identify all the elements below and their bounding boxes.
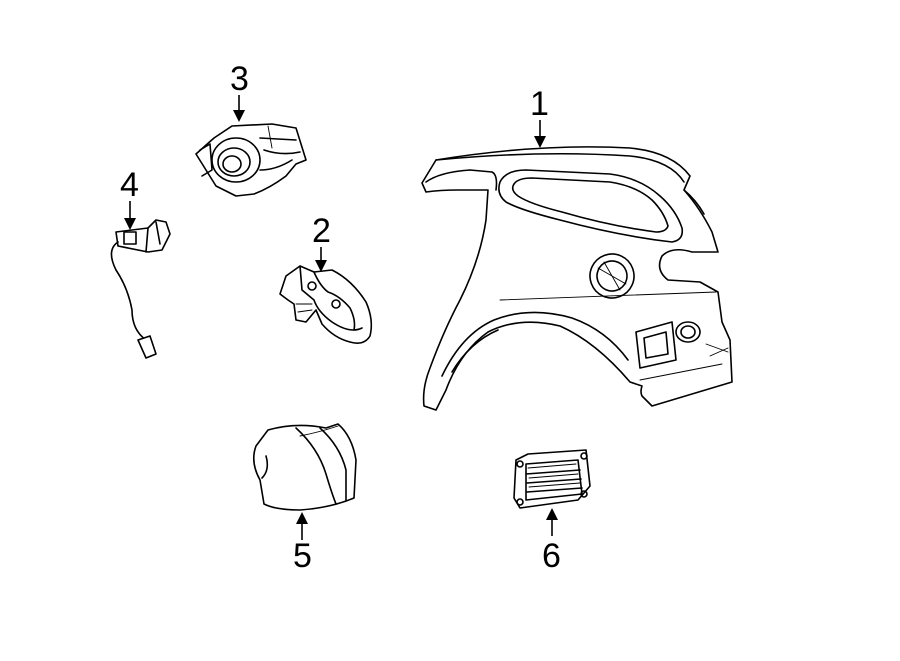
callout-3: 3 bbox=[230, 60, 249, 122]
splash-shield-part-5 bbox=[252, 423, 357, 511]
callout-2: 2 bbox=[312, 212, 331, 272]
release-actuator-part-4 bbox=[110, 219, 171, 359]
callout-6: 6 bbox=[542, 508, 561, 575]
callout-arrowhead-6 bbox=[546, 508, 558, 520]
callout-arrowhead-5 bbox=[296, 512, 308, 524]
callout-label-1: 1 bbox=[530, 85, 549, 123]
callout-arrowhead-1 bbox=[534, 136, 546, 148]
callout-label-3: 3 bbox=[230, 60, 249, 98]
vent-louver-part-6 bbox=[513, 449, 591, 509]
callout-label-5: 5 bbox=[293, 537, 312, 575]
callout-arrowhead-3 bbox=[233, 110, 245, 122]
callout-1: 1 bbox=[530, 85, 549, 148]
quarter-panel-part-1 bbox=[421, 146, 733, 411]
callout-arrowhead-2 bbox=[315, 260, 327, 272]
fuel-door-hinge-part-2 bbox=[279, 265, 373, 344]
callout-label-6: 6 bbox=[542, 537, 561, 575]
callout-arrowhead-4 bbox=[124, 218, 136, 230]
callout-5: 5 bbox=[293, 512, 312, 575]
fuel-filler-housing-part-3 bbox=[195, 123, 307, 197]
callout-label-2: 2 bbox=[312, 212, 331, 250]
callout-4: 4 bbox=[120, 166, 139, 230]
callout-label-4: 4 bbox=[120, 166, 139, 204]
